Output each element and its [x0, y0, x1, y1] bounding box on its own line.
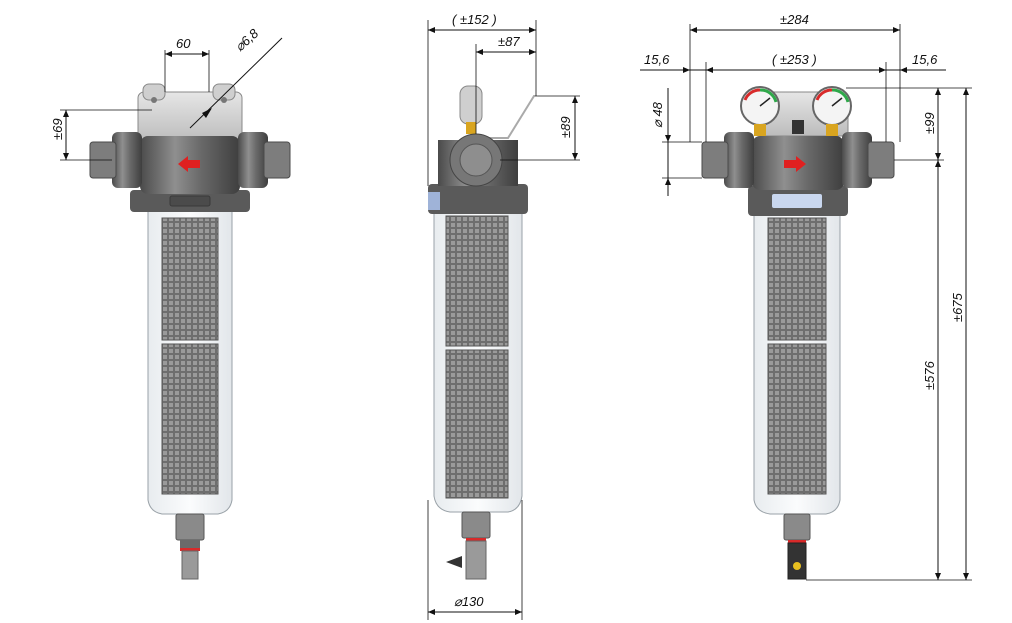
dimension-bracket-depth: ±87 [475, 34, 536, 134]
dim-label: ( ±152 ) [452, 12, 497, 27]
filter-mesh [767, 217, 827, 341]
dim-label: ±284 [780, 12, 809, 27]
mount-hole [151, 97, 157, 103]
pressure-gauge-right [812, 86, 852, 136]
filter-head [89, 132, 291, 212]
dimension-overall-width: ±284 [689, 12, 901, 142]
mount-hole [221, 97, 227, 103]
dimension-overall-depth: ( ±152 ) [427, 12, 537, 186]
dim-label: ±99 [922, 112, 937, 134]
drain-valve [783, 513, 811, 580]
dimension-bracket-width: 60 [164, 36, 210, 92]
dimension-bracket-height: ±89 [500, 95, 580, 161]
filter-mesh [161, 343, 219, 495]
dim-label: ( ±253 ) [772, 52, 817, 67]
dim-label: ±576 [922, 360, 937, 390]
dim-label: ⌀6,8 [232, 25, 262, 54]
filter-head [701, 132, 895, 216]
front-view: 60 ⌀6,8 ±69 [50, 25, 291, 580]
flow-arrow-icon [784, 156, 806, 172]
dimension-port-diameter: ⌀ 48 [650, 88, 702, 196]
drain-valve [446, 511, 491, 580]
filter-mesh [767, 343, 827, 495]
dim-label: ⌀130 [454, 594, 484, 609]
filter-mesh [445, 215, 509, 347]
dimension-port-height: ±99 [846, 87, 972, 161]
dim-label: ±87 [498, 34, 520, 49]
filter-head [428, 133, 528, 214]
filter-bowl [433, 207, 523, 513]
label-plate [772, 194, 822, 208]
drain-valve [175, 513, 205, 580]
dimension-overall-height: ±675 [950, 88, 969, 580]
dimension-height-below-port: ±576 [806, 160, 972, 581]
dim-label: ±675 [950, 292, 965, 322]
gauge-view: ±284 15,6 ( ±253 ) 15,6 ⌀ 48 [640, 12, 972, 581]
dim-label: ±69 [50, 118, 65, 140]
dimension-bowl-diameter: ⌀130 [427, 500, 523, 620]
dim-label: 15,6 [912, 52, 938, 67]
filter-bowl [147, 207, 233, 515]
filter-mesh [161, 217, 219, 341]
dim-label: ⌀ 48 [650, 101, 665, 128]
dim-label: ±89 [558, 116, 573, 138]
side-view: ( ±152 ) ±87 ±89 ⌀130 [427, 12, 580, 620]
dim-label: 60 [176, 36, 191, 51]
bracket-profile [459, 85, 538, 139]
pressure-gauge-left [740, 86, 780, 136]
dim-label: 15,6 [644, 52, 670, 67]
filter-mesh [445, 349, 509, 499]
dimension-mount-height: ±69 [50, 109, 152, 161]
dimension-port-spacing: 15,6 ( ±253 ) 15,6 [640, 52, 946, 142]
filter-bowl [753, 209, 841, 515]
flow-arrow-icon [178, 156, 200, 172]
